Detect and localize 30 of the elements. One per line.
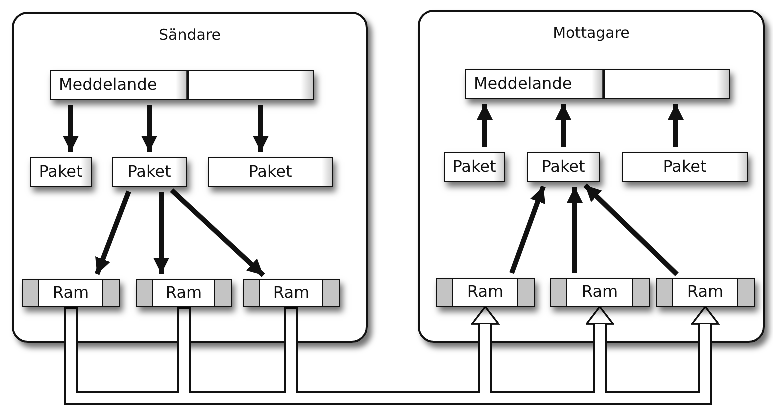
frame-box: Ram <box>436 278 535 307</box>
packet-box: Paket <box>622 152 748 182</box>
packet-box: Paket <box>208 157 333 187</box>
arrow <box>510 186 546 274</box>
panel-title: Mottagare <box>552 24 631 42</box>
packet-box: Paket <box>30 157 92 187</box>
arrow <box>567 187 583 273</box>
arrow <box>154 192 170 274</box>
message-bar: Meddelande <box>50 70 314 100</box>
arrow <box>556 104 572 147</box>
arrow <box>142 105 158 152</box>
arrow <box>253 105 269 152</box>
arrow <box>668 104 684 147</box>
packet-box: Paket <box>112 157 187 187</box>
panel-title: Sändare <box>158 26 222 44</box>
rounded-panel <box>418 10 765 343</box>
frame-box: Ram <box>22 279 120 307</box>
frame-box: Ram <box>550 278 650 307</box>
arrow <box>63 105 79 152</box>
packet-box: Paket <box>527 152 600 182</box>
packet-box: Paket <box>444 152 505 182</box>
arrow <box>94 190 132 276</box>
arrow <box>170 188 266 278</box>
frame-box: Ram <box>243 279 340 307</box>
frame-box: Ram <box>656 278 755 307</box>
rounded-panel <box>12 12 368 343</box>
frame-box: Ram <box>136 279 232 307</box>
message-bar: Meddelande <box>465 69 730 99</box>
arrow <box>584 184 679 276</box>
arrow <box>477 104 493 147</box>
